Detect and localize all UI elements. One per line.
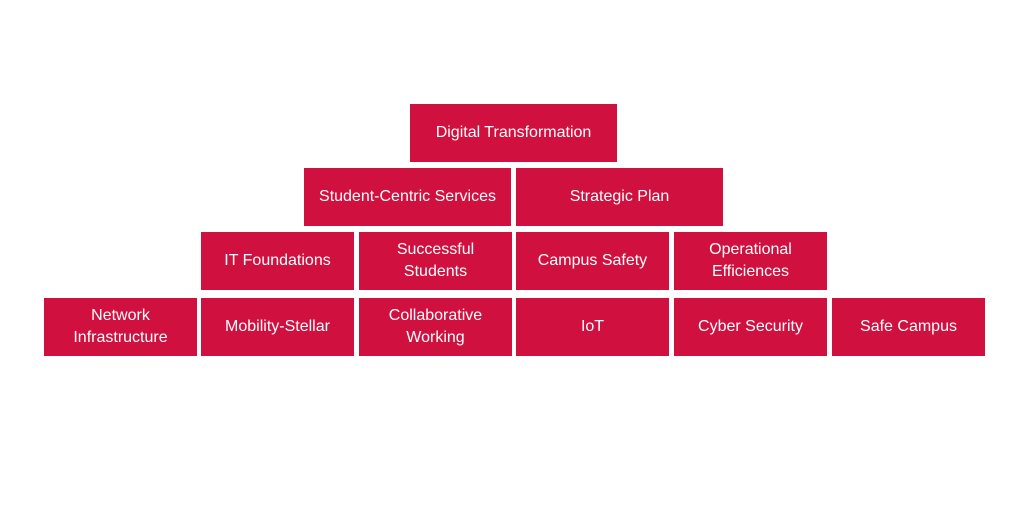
block-successful-students: Successful Students [359, 232, 512, 290]
block-strategic-plan: Strategic Plan [516, 168, 723, 226]
block-digital-transformation: Digital Transformation [410, 104, 617, 162]
block-campus-safety: Campus Safety [516, 232, 669, 290]
block-collaborative-working: Collaborative Working [359, 298, 512, 356]
block-mobility-stellar: Mobility-Stellar [201, 298, 354, 356]
block-network-infrastructure: Network Infrastructure [44, 298, 197, 356]
block-iot: IoT [516, 298, 669, 356]
block-safe-campus: Safe Campus [832, 298, 985, 356]
block-cyber-security: Cyber Security [674, 298, 827, 356]
block-student-centric-services: Student-Centric Services [304, 168, 511, 226]
block-operational-efficiences: Operational Efficiences [674, 232, 827, 290]
block-it-foundations: IT Foundations [201, 232, 354, 290]
